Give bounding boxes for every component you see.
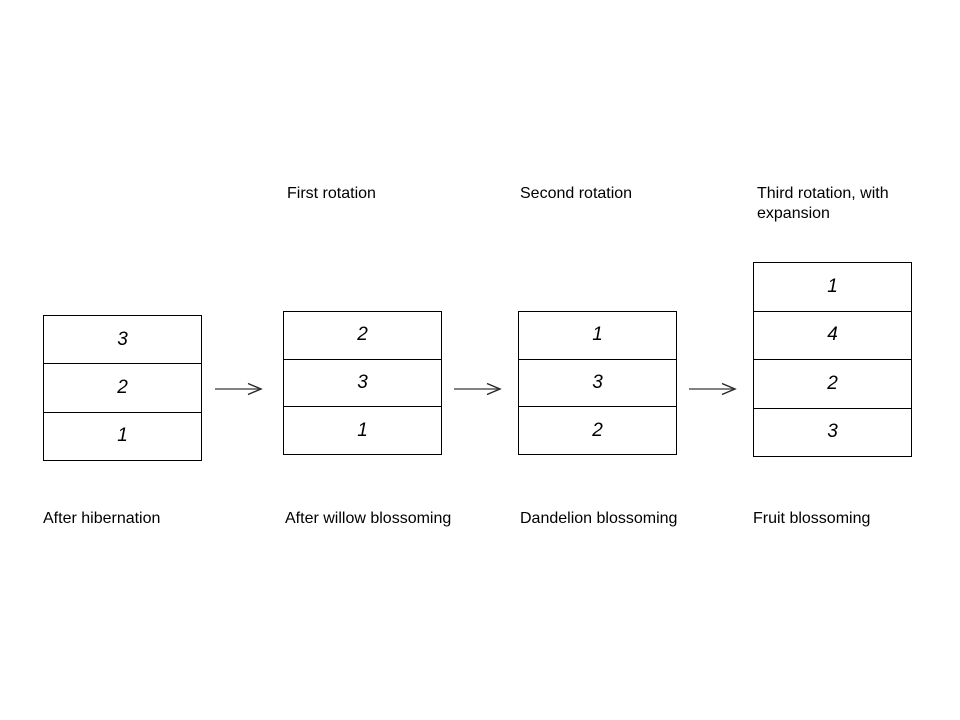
hive-box: 2: [592, 419, 603, 441]
right-arrow-icon: [454, 382, 502, 396]
hive-box: 2: [44, 364, 201, 413]
stage-header-second-rotation: Second rotation: [520, 185, 633, 202]
right-arrow-icon: [689, 382, 737, 396]
hive-stack-after-hibernation: 3 2 1: [43, 315, 202, 461]
caption-after-willow-blossoming: After willow blossoming: [285, 510, 452, 527]
hive-box: 3: [827, 421, 838, 443]
hive-stack-first-rotation: 2 3 1: [283, 311, 442, 455]
hive-box: 2: [284, 312, 441, 360]
stage-header-first-rotation: First rotation: [287, 185, 376, 202]
hive-box: 4: [754, 312, 911, 360]
hive-box: 1: [519, 312, 676, 360]
caption-dandelion-blossoming: Dandelion blossoming: [520, 510, 678, 527]
hive-box: 1: [754, 263, 911, 312]
right-arrow-icon: [215, 382, 263, 396]
hive-box: 2: [754, 360, 911, 409]
hive-stack-third-rotation: 1 4 2 3: [753, 262, 912, 457]
caption-fruit-blossoming: Fruit blossoming: [753, 510, 871, 527]
hive-box: 3: [284, 360, 441, 408]
caption-after-hibernation: After hibernation: [43, 510, 161, 527]
stage-header-third-rotation: Third rotation, with expansion: [757, 185, 889, 222]
hive-stack-second-rotation: 1 3 2: [518, 311, 677, 455]
hive-box: 3: [519, 360, 676, 408]
hive-box: 1: [117, 425, 128, 447]
hive-box: 1: [357, 419, 368, 441]
hive-box: 3: [44, 316, 201, 365]
